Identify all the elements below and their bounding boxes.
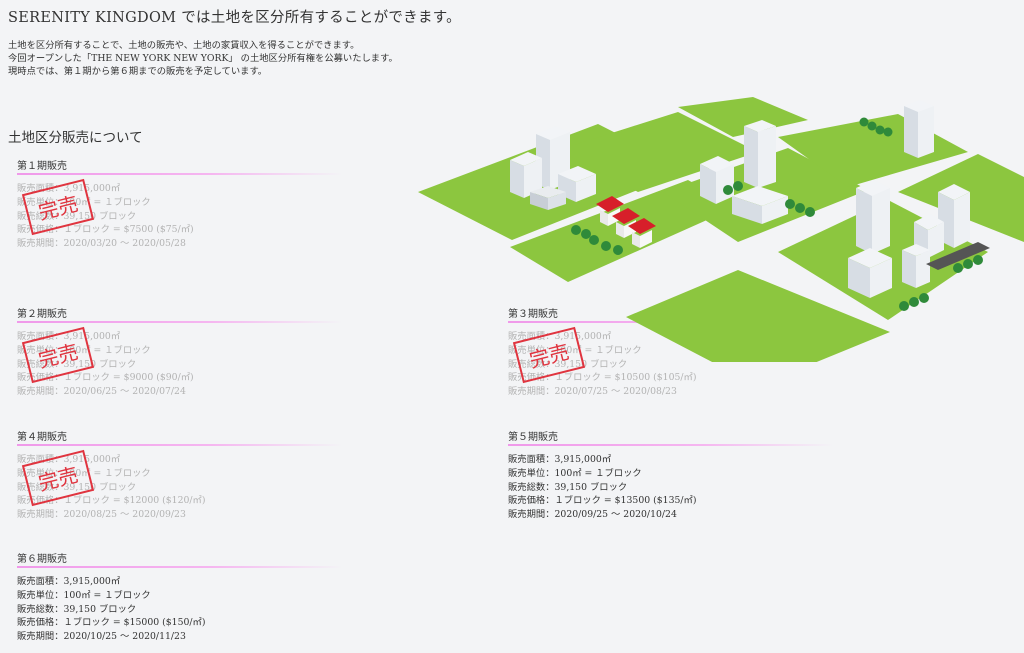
detail-term: 販売期間：2020/08/25 〜 2020/09/23 bbox=[17, 509, 186, 521]
detail-term: 販売期間：2020/09/25 〜 2020/10/24 bbox=[508, 509, 677, 521]
detail-unit: 販売単位：100㎡ = １ブロック bbox=[17, 589, 151, 601]
detail-unit: 販売単位：100㎡ = １ブロック bbox=[17, 467, 151, 479]
land-plot bbox=[626, 270, 890, 362]
city-illustration bbox=[418, 97, 1024, 362]
heading-underline bbox=[17, 444, 342, 446]
intro-line: 今回オープンした「THE NEW YORK NEW YORK」 の土地区分所有権… bbox=[8, 53, 398, 64]
detail-area: 販売面積：3,915,000㎡ bbox=[17, 576, 121, 587]
detail-unit: 販売単位：100㎡ = １ブロック bbox=[508, 467, 642, 479]
detail-price: 販売価格：１ブロック = $15000 ($150/㎡) bbox=[17, 617, 206, 629]
period-6-block: 第６期販売 販売面積：3,915,000㎡ 販売単位：100㎡ = １ブロック … bbox=[17, 550, 347, 644]
building-icon bbox=[938, 184, 970, 248]
detail-area: 販売面積：3,915,000㎡ bbox=[508, 454, 612, 465]
period-heading: 第４期販売 bbox=[17, 432, 67, 443]
page-title: SERENITY KINGDOM では土地を区分所有することができます。 bbox=[8, 10, 461, 26]
intro-line: 現時点では、第１期から第６期までの販売を予定しています。 bbox=[8, 66, 268, 77]
building-icon bbox=[848, 248, 892, 298]
period-1-block: 第１期販売 販売面積：3,915,000㎡ 販売単位：100㎡ = １ブロック … bbox=[17, 157, 347, 251]
building-icon bbox=[700, 156, 734, 204]
building-icon bbox=[558, 166, 596, 202]
period-details: 販売面積：3,915,000㎡ 販売単位：100㎡ = １ブロック 販売総数：3… bbox=[508, 453, 838, 522]
detail-unit: 販売単位：100㎡ = １ブロック bbox=[17, 344, 151, 356]
detail-total: 販売総数：39,150 ブロック bbox=[17, 481, 137, 493]
tree-icon bbox=[859, 117, 893, 137]
building-icon bbox=[856, 180, 890, 254]
road-strip bbox=[926, 242, 990, 270]
intro-text: 土地を区分所有することで、土地の販売や、土地の家賃収入を得ることができます。 今… bbox=[8, 39, 398, 78]
detail-price: 販売価格：１ブロック = $10500 ($105/㎡) bbox=[508, 372, 697, 384]
period-details: 販売面積：3,915,000㎡ 販売単位：100㎡ = １ブロック 販売総数：3… bbox=[17, 330, 347, 399]
period-2-block: 第２期販売 販売面積：3,915,000㎡ 販売単位：100㎡ = １ブロック … bbox=[17, 305, 347, 399]
period-heading: 第６期販売 bbox=[17, 554, 67, 565]
detail-price: 販売価格：１ブロック = $13500 ($135/㎡) bbox=[508, 495, 697, 507]
period-heading: 第３期販売 bbox=[508, 309, 558, 320]
building-icon bbox=[510, 152, 542, 198]
heading-underline bbox=[17, 566, 342, 568]
detail-area: 販売面積：3,915,000㎡ bbox=[17, 183, 121, 194]
detail-term: 販売期間：2020/10/25 〜 2020/11/23 bbox=[17, 631, 186, 643]
section-title: 土地区分販売について bbox=[8, 130, 143, 146]
period-heading: 第５期販売 bbox=[508, 432, 558, 443]
tree-icon bbox=[723, 181, 815, 217]
detail-total: 販売総数：39,150 ブロック bbox=[508, 481, 628, 493]
detail-term: 販売期間：2020/06/25 〜 2020/07/24 bbox=[17, 386, 186, 398]
period-details: 販売面積：3,915,000㎡ 販売単位：100㎡ = １ブロック 販売総数：3… bbox=[17, 575, 347, 644]
tree-icon bbox=[899, 255, 983, 311]
detail-price: 販売価格：１ブロック = $12000 ($120/㎡) bbox=[17, 495, 206, 507]
detail-area: 販売面積：3,915,000㎡ bbox=[17, 454, 121, 465]
building-icon bbox=[904, 100, 934, 158]
heading-underline bbox=[508, 444, 833, 446]
detail-unit: 販売単位：100㎡ = １ブロック bbox=[17, 196, 151, 208]
intro-line: 土地を区分所有することで、土地の販売や、土地の家賃収入を得ることができます。 bbox=[8, 40, 360, 51]
detail-price: 販売価格：１ブロック = $7500 ($75/㎡) bbox=[17, 224, 194, 236]
heading-underline bbox=[17, 321, 342, 323]
period-heading: 第２期販売 bbox=[17, 309, 67, 320]
detail-price: 販売価格：１ブロック = $9000 ($90/㎡) bbox=[17, 372, 194, 384]
detail-total: 販売総数：39,150 ブロック bbox=[17, 603, 137, 615]
detail-term: 販売期間：2020/07/25 〜 2020/08/23 bbox=[508, 386, 677, 398]
period-5-block: 第５期販売 販売面積：3,915,000㎡ 販売単位：100㎡ = １ブロック … bbox=[508, 428, 838, 522]
detail-total: 販売総数：39,150 ブロック bbox=[17, 210, 137, 222]
detail-total: 販売総数：39,150 ブロック bbox=[17, 358, 137, 370]
land-plot bbox=[558, 112, 758, 192]
building-icon bbox=[536, 126, 570, 190]
tree-icon bbox=[571, 225, 623, 255]
building-icon bbox=[902, 244, 930, 288]
heading-underline bbox=[17, 173, 342, 175]
building-icon bbox=[530, 186, 566, 210]
period-heading: 第１期販売 bbox=[17, 161, 67, 172]
detail-area: 販売面積：3,915,000㎡ bbox=[17, 331, 121, 342]
period-details: 販売面積：3,915,000㎡ 販売単位：100㎡ = １ブロック 販売総数：3… bbox=[17, 453, 347, 522]
house-icon bbox=[628, 218, 656, 248]
detail-term: 販売期間：2020/03/20 〜 2020/05/28 bbox=[17, 238, 186, 250]
period-4-block: 第４期販売 販売面積：3,915,000㎡ 販売単位：100㎡ = １ブロック … bbox=[17, 428, 347, 522]
period-details: 販売面積：3,915,000㎡ 販売単位：100㎡ = １ブロック 販売総数：3… bbox=[17, 182, 347, 251]
building-icon bbox=[732, 186, 788, 224]
building-icon bbox=[744, 120, 776, 188]
